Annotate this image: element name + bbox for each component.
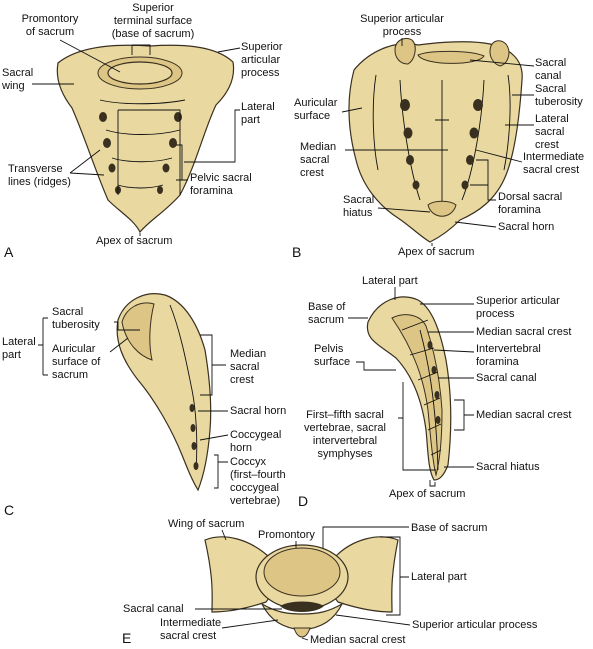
panel-a-foramen: [174, 112, 182, 122]
panel-e-label-promontory: Promontory: [258, 529, 315, 541]
panel-b-foramen: [466, 155, 474, 165]
panel-a-foramen: [108, 163, 116, 173]
panel-b-label-sacral-horn: Sacral horn: [498, 221, 554, 233]
panel-e-label-base: Base of sacrum: [411, 522, 487, 534]
panel-e-label-wing: Wing of sacrum: [168, 518, 244, 530]
panel-a-foramen: [103, 138, 111, 148]
panel-a-terminal-inner: [107, 61, 173, 85]
panel-d-cut-surface: [391, 314, 443, 477]
panel-b-foramen: [400, 99, 410, 111]
panel-e-canal: [280, 601, 324, 612]
panel-c-letter: C: [4, 502, 14, 518]
panel-d-label-apex: Apex of sacrum: [389, 488, 465, 500]
panel-d-foramen: [427, 341, 433, 349]
panel-e: Wing of sacrum Promontory Base of sacrum…: [122, 518, 538, 646]
panel-a-label-apex: Apex of sacrum: [96, 235, 172, 247]
panel-e-label-median-crest: Median sacral crest: [310, 634, 405, 646]
panel-e-label-lateral-part: Lateral part: [411, 571, 467, 583]
panel-d-foramen: [431, 366, 437, 374]
panel-c-label-sacral-horn: Sacral horn: [230, 405, 286, 417]
panel-e-left-wing: [204, 536, 275, 613]
panel-c-foramen: [193, 462, 199, 470]
panel-b-foramen: [469, 127, 479, 139]
panel-d-label-sacral-hiatus: Sacral hiatus: [476, 461, 540, 473]
panel-e-median-crest: [293, 627, 311, 638]
panel-a-foramen: [162, 163, 170, 173]
panel-a-letter: A: [4, 244, 14, 260]
panel-b-label-apex: Apex of sacrum: [398, 246, 474, 258]
panel-a-foramen: [169, 138, 177, 148]
panel-e-promontory: [263, 547, 341, 597]
panel-b-foramen: [461, 180, 469, 190]
panel-a-sacrum-shape: [56, 44, 235, 234]
panel-d-label-median-crest-top: Median sacral crest: [476, 326, 571, 338]
panel-d-label-median-crest-mid: Median sacral crest: [476, 409, 571, 421]
panel-c-foramen: [191, 442, 197, 450]
panel-d-label-lateral-part: Lateral part: [362, 275, 418, 287]
panel-c-auricular-surface: [121, 302, 155, 361]
panel-e-label-sacral-canal: Sacral canal: [123, 603, 184, 615]
panel-b-superior-articular-left: [394, 37, 416, 65]
panel-b-foramen: [473, 99, 483, 111]
panel-a-foramen: [99, 112, 107, 122]
panel-b-letter: B: [292, 244, 301, 260]
panel-e-letter: E: [122, 630, 131, 646]
panel-c-foramen: [189, 404, 195, 412]
panel-b-foramen: [403, 127, 413, 139]
panel-b-sacral-canal: [417, 50, 485, 64]
panel-b-superior-articular-right: [489, 40, 510, 67]
panel-b-foramen: [406, 155, 414, 165]
panel-b-sacral-hiatus: [427, 200, 457, 217]
panel-b-foramen: [412, 180, 420, 190]
panel-e-right-wing: [329, 536, 399, 613]
panel-d-label-sacral-canal: Sacral canal: [476, 372, 537, 384]
panel-d-letter: D: [298, 493, 308, 509]
panel-a-foramen: [157, 186, 163, 194]
panel-d-foramen: [434, 391, 440, 399]
panel-c-foramen: [190, 424, 196, 432]
panel-b-sacrum-shape: [348, 41, 523, 243]
panel-e-label-superior-articular: Superior articular process: [412, 619, 538, 631]
panel-e-arch: [260, 602, 344, 631]
panel-d-foramen: [435, 416, 441, 424]
